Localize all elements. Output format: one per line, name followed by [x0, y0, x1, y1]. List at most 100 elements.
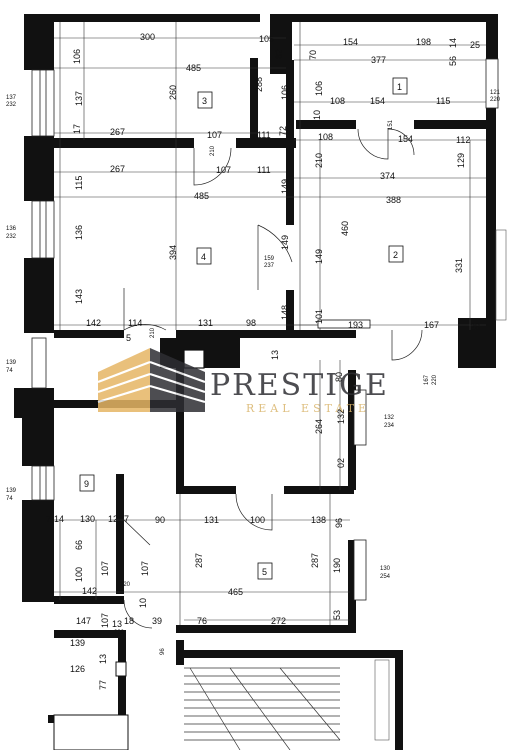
- dimension-label: 167: [424, 320, 439, 330]
- room-label-9: 9: [84, 479, 89, 489]
- dimension-label: 74: [6, 368, 13, 374]
- dimension-label: 132: [336, 409, 346, 424]
- dimension-label: 96: [160, 648, 166, 655]
- dimension-label: 98: [246, 318, 256, 328]
- dimension-label: 14: [54, 514, 64, 524]
- dimension-label: 80: [334, 372, 344, 382]
- dimension-label: 56: [448, 56, 458, 66]
- dimension-label: 154: [370, 96, 385, 106]
- dimension-label: 377: [371, 55, 386, 65]
- dimension-label: 101: [314, 309, 324, 324]
- door-swings: [123, 128, 423, 629]
- dimension-label: 167: [424, 374, 430, 385]
- dimension-label: 137: [6, 95, 17, 101]
- dimension-label: 13: [112, 619, 122, 629]
- dimension-label: 121: [490, 90, 501, 96]
- dimension-label: 138: [311, 515, 326, 525]
- watermark-logo: PRESTIGE REAL ESTATE: [97, 348, 389, 415]
- dimension-label: 130: [380, 566, 391, 572]
- dimension-label: 70: [308, 50, 318, 60]
- dimension-label: 115: [436, 96, 450, 106]
- dimension-label: 106: [314, 81, 324, 96]
- dimension-label: 53: [332, 610, 342, 620]
- dimension-label: 374: [380, 171, 395, 181]
- dimension-label: 111: [257, 165, 271, 175]
- dimension-label: 7: [124, 514, 129, 524]
- dimension-label: 136: [74, 225, 84, 240]
- dimension-label: 115: [74, 176, 84, 190]
- dimension-label: 149: [280, 179, 290, 194]
- dimension-label: 331: [454, 258, 464, 273]
- room-label-2: 2: [393, 250, 398, 260]
- dimension-label: 287: [194, 553, 204, 568]
- dimension-label: 13: [270, 350, 280, 360]
- dimension-label: 149: [314, 249, 324, 264]
- dimension-label: 267: [110, 127, 125, 137]
- room-labels: 3 1 4 2 9 5: [79, 77, 408, 580]
- dimension-label: 131: [198, 318, 213, 328]
- staircase: [184, 667, 341, 750]
- dimension-label: 5: [126, 333, 131, 343]
- dimension-label: 02: [336, 458, 346, 468]
- dimension-label: 210: [210, 145, 216, 156]
- dimension-label: 460: [340, 221, 350, 236]
- dimension-label: 288: [254, 77, 264, 92]
- dimension-label: 107: [100, 613, 110, 628]
- watermark-subtitle: REAL ESTATE: [246, 402, 370, 415]
- room-label-1: 1: [397, 82, 402, 92]
- dimension-label: 107: [100, 561, 110, 576]
- dimension-label: 142: [86, 318, 101, 328]
- dimension-label: 114: [128, 318, 142, 328]
- dimension-label: 254: [380, 574, 391, 580]
- dimension-label: 39: [152, 616, 162, 626]
- dimension-label: 14: [448, 38, 458, 48]
- dimension-label: 72: [278, 126, 288, 136]
- dimension-label: 77: [98, 680, 108, 690]
- dimension-label: 220: [120, 582, 131, 588]
- dimension-label: 82: [274, 49, 284, 59]
- dimension-label: 232: [6, 102, 17, 108]
- dimension-label: 149: [280, 235, 290, 250]
- dimension-label: 66: [74, 540, 84, 550]
- dimension-label: 151: [388, 119, 394, 130]
- dimension-label: 267: [110, 164, 125, 174]
- dimension-label: 210: [314, 153, 324, 168]
- dimension-label: 106: [280, 85, 290, 100]
- dimension-label: 107: [207, 130, 222, 140]
- dimension-label: 107: [140, 561, 150, 576]
- logo-building-icon: [97, 348, 206, 412]
- dimension-label: 18: [124, 616, 134, 626]
- dimension-label: 394: [168, 245, 178, 260]
- dimension-label: 154: [398, 134, 413, 144]
- dimension-labels: 300 105 82 70 154 198 14 56 25 106 485 3…: [6, 32, 501, 690]
- fixtures: [53, 319, 371, 750]
- dimension-label: 74: [6, 496, 13, 502]
- dimension-label: 139: [6, 360, 17, 366]
- dimension-label: 96: [334, 518, 344, 528]
- dimension-label: 193: [348, 320, 363, 330]
- dimension-label: 237: [264, 263, 275, 269]
- dimension-label: 137: [74, 91, 84, 106]
- watermark-brand: PRESTIGE: [210, 368, 389, 403]
- dimension-label: 76: [197, 616, 207, 626]
- dimension-label: 7: [46, 514, 51, 524]
- dimension-label: 131: [204, 515, 219, 525]
- dimension-label: 287: [310, 553, 320, 568]
- dimension-label: 230: [114, 630, 125, 636]
- dimension-label: 159: [264, 256, 275, 262]
- dimension-label: 264: [314, 419, 324, 434]
- room-label-3: 3: [202, 96, 207, 106]
- room-label-5: 5: [262, 567, 267, 577]
- dimension-label: 232: [6, 234, 17, 240]
- dimension-label: 272: [271, 616, 286, 626]
- dimension-label: 12: [108, 514, 118, 524]
- dimension-label: 17: [72, 124, 82, 134]
- room-label-4: 4: [201, 252, 206, 262]
- dimension-label: 220: [432, 374, 438, 385]
- dimension-label: 234: [384, 423, 395, 429]
- dimension-label: 130: [80, 514, 95, 524]
- dimension-label: 108: [330, 96, 345, 106]
- dimension-lines: [54, 22, 486, 625]
- dimension-label: 100: [74, 567, 84, 582]
- dimension-label: 111: [257, 130, 271, 140]
